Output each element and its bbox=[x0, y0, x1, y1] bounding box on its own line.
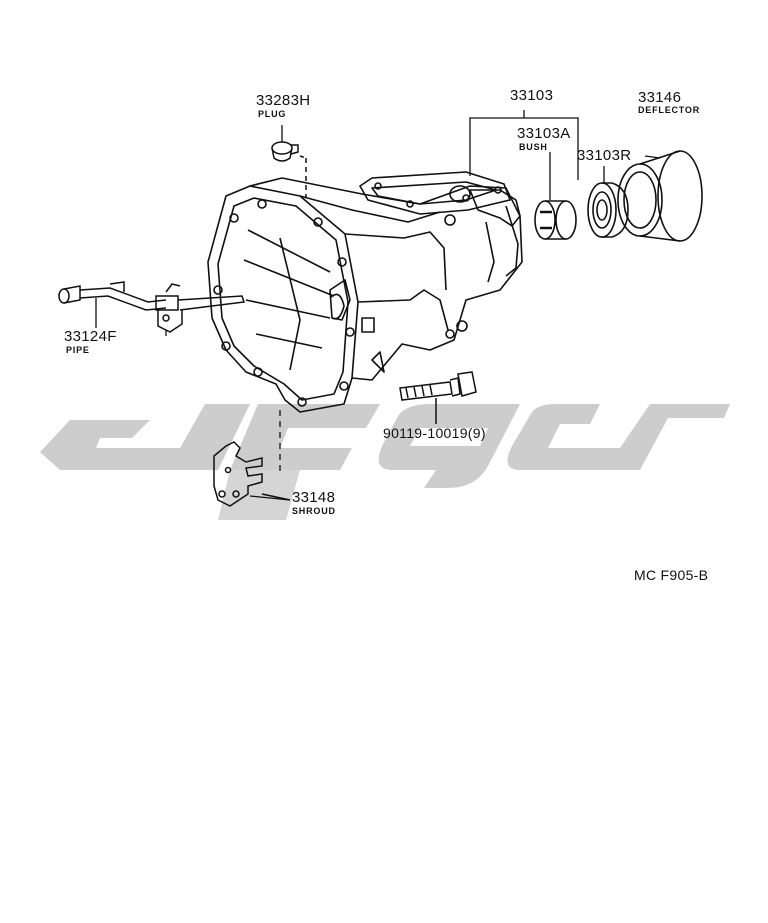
watermark-logo bbox=[40, 404, 730, 520]
part-number-pipe: 33124F bbox=[64, 328, 117, 345]
part-number-bolt: 90119-10019(9) bbox=[383, 425, 486, 441]
part-number-seal: 33103R bbox=[577, 147, 632, 164]
figure-code: MC F905-B bbox=[634, 567, 709, 583]
part-name-plug: PLUG bbox=[258, 109, 287, 119]
part-name-shroud: SHROUD bbox=[292, 506, 336, 516]
plug-drawing bbox=[271, 141, 307, 198]
oil-seal-drawing bbox=[587, 182, 629, 238]
part-number-plug: 33283H bbox=[256, 92, 311, 109]
deflector-drawing bbox=[617, 150, 703, 242]
part-name-deflector: DEFLECTOR bbox=[638, 105, 701, 115]
bolt-drawing bbox=[399, 371, 477, 424]
part-number-bush: 33103A bbox=[517, 125, 571, 142]
part-number-shroud: 33148 bbox=[292, 489, 336, 506]
bush-drawing bbox=[534, 200, 577, 240]
part-name-pipe: PIPE bbox=[66, 345, 90, 355]
transmission-case bbox=[207, 171, 523, 413]
part-number-case: 33103 bbox=[510, 87, 554, 104]
shroud-drawing bbox=[213, 441, 291, 507]
pipe-drawing bbox=[58, 281, 246, 333]
leader-lines bbox=[95, 110, 661, 501]
part-number-deflector: 33146 bbox=[638, 89, 682, 106]
part-name-bush: BUSH bbox=[519, 142, 548, 152]
guide-lines bbox=[165, 330, 281, 476]
